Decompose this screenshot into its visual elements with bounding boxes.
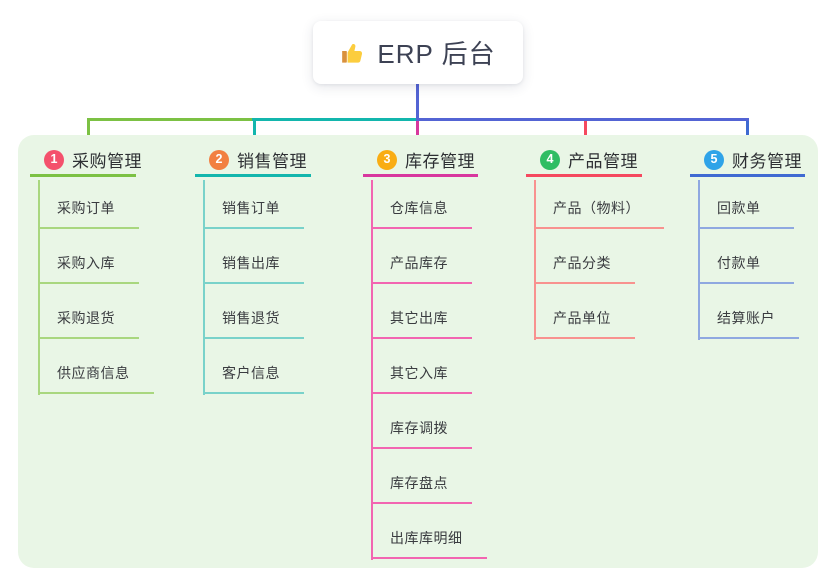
child-node[interactable]: 产品分类 [534,229,635,284]
branch-children: 销售订单销售出库销售退货客户信息 [203,174,304,394]
bus-line [252,118,416,121]
branch-title: 销售管理 [237,152,307,171]
branch-header[interactable]: 2 销售管理 [195,145,311,177]
branch-children: 仓库信息产品库存其它出库其它入库库存调拨库存盘点出库库明细 [371,174,487,559]
branch-trunk-line [698,180,700,340]
branch-header[interactable]: 3 库存管理 [363,145,478,177]
child-node[interactable]: 采购入库 [38,229,139,284]
branch-children: 回款单付款单结算账户 [698,174,799,339]
bus-line [87,118,254,121]
branch-drop-line [746,118,749,150]
child-node[interactable]: 付款单 [698,229,794,284]
branch-header[interactable]: 5 财务管理 [690,145,805,177]
branch-number-badge: 1 [44,149,64,170]
branch-number-badge: 5 [704,149,724,170]
child-node[interactable]: 其它入库 [371,339,472,394]
branch-title: 采购管理 [72,152,142,171]
branch-title: 财务管理 [732,152,802,171]
child-node[interactable]: 库存调拨 [371,394,472,449]
branch-trunk-line [38,180,40,395]
mindmap-panel: 1 采购管理 采购订单采购入库采购退货供应商信息 2 销售管理 销售订单销售出库… [18,135,818,568]
branch-drop-line [584,118,587,150]
branch-number-badge: 4 [540,149,560,170]
root-stem-line [416,84,419,121]
root-title: ERP 后台 [377,39,496,69]
child-node[interactable]: 出库库明细 [371,504,487,559]
child-node[interactable]: 销售退货 [203,284,304,339]
child-node[interactable]: 销售出库 [203,229,304,284]
child-node[interactable]: 仓库信息 [371,174,472,229]
branch-children: 采购订单采购入库采购退货供应商信息 [38,174,154,394]
branch-drop-line [416,118,419,150]
branch-number-badge: 3 [377,149,397,170]
thumbs-up-icon [340,40,366,66]
bus-line [416,118,749,121]
child-node[interactable]: 销售订单 [203,174,304,229]
branch-title: 库存管理 [405,152,475,171]
child-node[interactable]: 产品单位 [534,284,635,339]
branch-trunk-line [371,180,373,560]
branch-trunk-line [534,180,536,340]
branch-drop-line [87,118,90,150]
child-node[interactable]: 回款单 [698,174,794,229]
branch-header[interactable]: 1 采购管理 [30,145,142,177]
child-node[interactable]: 客户信息 [203,339,304,394]
child-node[interactable]: 结算账户 [698,284,799,339]
branch-number-badge: 2 [209,149,229,170]
child-node[interactable]: 产品库存 [371,229,472,284]
branch-title: 产品管理 [568,152,638,171]
branch-header[interactable]: 4 产品管理 [526,145,642,177]
branch-trunk-line [203,180,205,395]
branch-drop-line [253,118,256,150]
child-node[interactable]: 其它出库 [371,284,472,339]
branch-children: 产品（物料）产品分类产品单位 [534,174,664,339]
child-node[interactable]: 产品（物料） [534,174,664,229]
root-node[interactable]: ERP 后台 [313,21,523,84]
child-node[interactable]: 库存盘点 [371,449,472,504]
child-node[interactable]: 采购退货 [38,284,139,339]
child-node[interactable]: 采购订单 [38,174,139,229]
child-node[interactable]: 供应商信息 [38,339,154,394]
